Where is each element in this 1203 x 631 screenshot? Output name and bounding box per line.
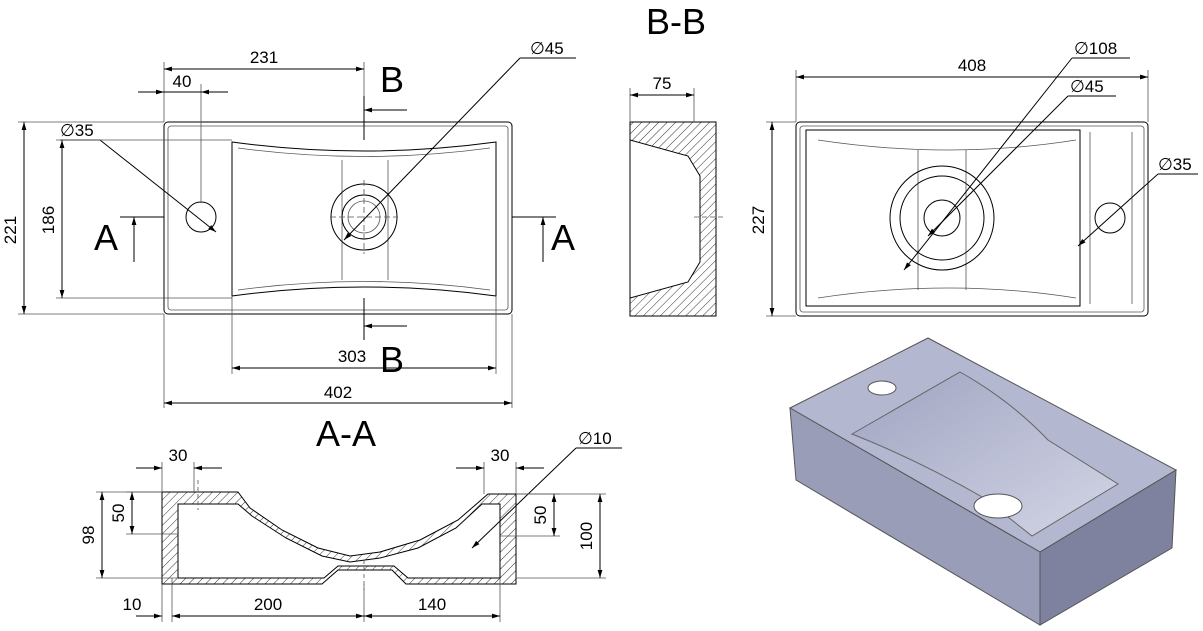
dim-221: 221 [1, 216, 20, 244]
dim-303: 303 [338, 347, 366, 366]
render-tap-hole [867, 380, 897, 396]
section-bb-view: B-B 75 [629, 1, 724, 317]
right-basin-outline [795, 121, 1149, 317]
dim-50-right: 50 [531, 506, 550, 525]
dim-40: 40 [173, 72, 192, 91]
right-top-view: 408 ∅108 ∅45 ∅35 227 [749, 39, 1198, 317]
dim-dia-45-top: ∅45 [530, 39, 564, 58]
dim-200: 200 [254, 595, 282, 614]
render-drain [973, 493, 1023, 519]
dim-30-right: 30 [491, 446, 510, 465]
dim-408: 408 [958, 56, 986, 75]
basin-outline [163, 121, 513, 315]
dim-10: 10 [123, 595, 142, 614]
right-tap-hole [1094, 202, 1126, 234]
right-drain-outer [889, 165, 995, 271]
dim-231: 231 [250, 48, 278, 67]
dim-75: 75 [653, 74, 672, 93]
section-aa-view: A-A 30 30 ∅10 50 98 50 [79, 413, 622, 622]
dim-dia-10: ∅10 [578, 429, 612, 448]
dim-402: 402 [324, 383, 352, 402]
dim-dia-108: ∅108 [1074, 39, 1117, 58]
section-a-left-label: A [94, 217, 118, 258]
render-side-face [789, 407, 1041, 626]
dim-140: 140 [418, 595, 446, 614]
dim-98: 98 [79, 526, 98, 545]
dim-227: 227 [749, 206, 768, 234]
tap-hole [185, 201, 217, 233]
dim-dia-35-top: ∅35 [60, 121, 94, 140]
render-bowl [850, 371, 1119, 537]
dim-dia-45-right: ∅45 [1070, 77, 1104, 96]
section-b-top-label: B [380, 59, 404, 100]
dim-dia-35-right: ∅35 [1158, 155, 1192, 174]
section-bb-title: B-B [646, 1, 706, 42]
right-drain-mid [899, 175, 985, 261]
top-view: B B A A 231 40 ∅35 ∅45 221 [1, 39, 576, 408]
bb-section-hatch [629, 121, 717, 317]
right-drain-inner [923, 199, 961, 237]
section-b-bottom-label: B [380, 339, 404, 380]
dim-186: 186 [39, 206, 58, 234]
basin-3d-render [788, 337, 1178, 626]
section-aa-title: A-A [316, 413, 376, 454]
section-a-right-label: A [551, 217, 575, 258]
dim-50-left: 50 [109, 504, 128, 523]
dim-30-left: 30 [169, 446, 188, 465]
dim-100: 100 [577, 522, 596, 550]
